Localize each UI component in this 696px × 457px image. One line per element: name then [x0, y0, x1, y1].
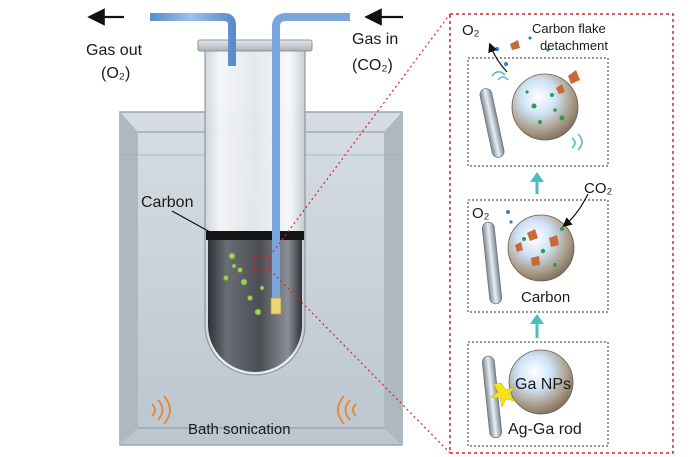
stage-detachment — [479, 36, 583, 158]
spark-icon — [490, 382, 516, 408]
sonication-wave-right — [337, 395, 357, 425]
carbon-stage-label: Carbon — [521, 289, 570, 306]
stage-initial — [481, 349, 574, 439]
stage-arrow-lower — [530, 314, 544, 338]
ga-sphere-icon — [511, 73, 579, 141]
gas-in-label: Gas in — [352, 31, 398, 48]
stage-carbon — [481, 210, 575, 305]
o2-top-label: O₂ — [462, 22, 480, 39]
gas-in-formula: (CO₂) — [352, 57, 393, 74]
rod-icon — [479, 88, 505, 158]
ga-sphere-icon — [507, 214, 575, 282]
ag-ga-rod-tip — [270, 297, 282, 315]
o2-release-arrow — [488, 42, 508, 73]
stage-arrow-upper — [530, 172, 544, 194]
ag-ga-rod-label: Ag-Ga rod — [508, 421, 582, 438]
liquid-metal — [208, 238, 302, 372]
stage-box-carbon — [467, 199, 609, 313]
gas-out-formula: (O₂) — [101, 65, 130, 82]
zoom-region-box — [253, 255, 271, 271]
carbon-pointer — [171, 210, 211, 233]
gas-out-pipe — [150, 13, 236, 66]
zoom-lines — [269, 13, 451, 454]
carbon-flake-label-line1: Carbon flake — [532, 21, 606, 36]
rod-icon — [481, 221, 503, 305]
stage-box-initial — [467, 341, 609, 447]
test-tube — [197, 39, 313, 376]
sonication-wave-left — [151, 395, 171, 425]
ga-sphere-icon — [508, 349, 574, 415]
bath-sonication-label: Bath sonication — [188, 421, 291, 438]
gas-bubbles — [223, 252, 265, 316]
carbon-flake-label-line2: detachment — [540, 38, 608, 53]
ga-nps-label: Ga NPs — [515, 376, 571, 393]
o2-mid-label: O₂ — [472, 205, 490, 222]
carbon-layer — [206, 231, 304, 240]
co2-arrow — [562, 193, 589, 228]
gas-in-pipe — [270, 13, 350, 315]
gas-out-label: Gas out — [86, 42, 143, 59]
co2-label: CO₂ — [584, 180, 613, 197]
tube-cap — [197, 39, 313, 52]
carbon-label: Carbon — [141, 194, 193, 211]
stage-box-detachment — [467, 57, 609, 167]
